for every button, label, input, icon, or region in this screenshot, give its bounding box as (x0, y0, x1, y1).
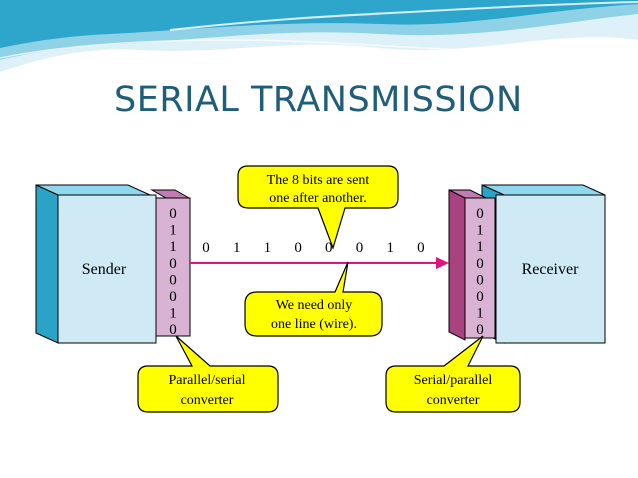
callout-one-line-line2: one line (wire). (271, 317, 357, 332)
receiver-bit-0: 0 (476, 206, 484, 222)
receiver-bit-2: 1 (476, 239, 484, 255)
receiver-bit-1: 1 (476, 223, 484, 239)
sender-bit-2: 1 (169, 239, 177, 255)
callout-bits-sent-line1: The 8 bits are sent (267, 173, 370, 188)
callout-one-line-line1: We need only (276, 298, 353, 313)
receiver-bit-5: 0 (476, 289, 484, 305)
sender-bit-3: 0 (169, 256, 177, 272)
callout-serial-parallel: Serial/parallel converter (385, 335, 521, 413)
sender-bit-7: 0 (169, 322, 177, 338)
callout-serial-parallel-line2: converter (427, 393, 480, 408)
callout-bits-sent-line2: one after another. (269, 191, 367, 206)
callout-parallel-serial-line2: converter (181, 393, 234, 408)
sender-bit-0: 0 (169, 206, 177, 222)
sender-bit-6: 1 (169, 306, 177, 322)
receiver-bit-7: 0 (476, 322, 484, 338)
transmission-line (190, 257, 449, 269)
line-bit-4: 0 (325, 240, 333, 256)
sender-label: Sender (82, 261, 127, 278)
sender-box: Sender (35, 184, 157, 344)
callout-parallel-serial: Parallel/serial converter (137, 335, 279, 413)
line-bit-7: 0 (417, 240, 425, 256)
line-bit-1: 1 (233, 240, 241, 256)
line-bit-6: 1 (386, 240, 394, 256)
receiver-bit-4: 0 (476, 272, 484, 288)
line-bit-3: 0 (294, 240, 302, 256)
sender-bit-4: 0 (169, 272, 177, 288)
sender-bit-5: 0 (169, 289, 177, 305)
receiver-box: Receiver (481, 184, 606, 344)
line-bit-2: 1 (264, 240, 272, 256)
receiver-bit-6: 1 (476, 306, 484, 322)
callout-serial-parallel-line1: Serial/parallel (414, 373, 493, 388)
callout-one-line: We need only one line (wire). (244, 261, 383, 337)
callout-parallel-serial-line1: Parallel/serial (169, 373, 246, 388)
line-bit-5: 0 (356, 240, 364, 256)
header-wave-decoration (0, 0, 638, 72)
sender-bit-1: 1 (169, 223, 177, 239)
line-bit-0: 0 (202, 240, 210, 256)
receiver-label: Receiver (522, 261, 580, 278)
slide-title: SERIAL TRANSMISSION (114, 80, 523, 120)
receiver-bit-3: 0 (476, 256, 484, 272)
callout-bits-sent: The 8 bits are sent one after another. (237, 165, 399, 250)
